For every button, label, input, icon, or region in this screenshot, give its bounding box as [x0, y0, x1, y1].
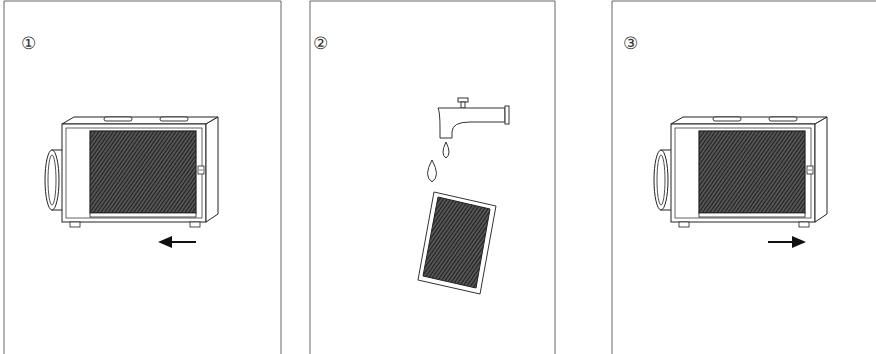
step-number: ③ [623, 35, 638, 52]
step-number: ② [313, 35, 328, 52]
faucet [438, 98, 509, 138]
filter [418, 192, 496, 294]
dehumidifier-unit [45, 117, 218, 227]
panel-frame [4, 1, 281, 354]
dehumidifier-unit [654, 117, 827, 227]
panel-frame [612, 1, 876, 354]
direction-arrow [768, 236, 806, 248]
panel-frame [310, 1, 555, 354]
water-drops [428, 142, 450, 182]
direction-arrow [158, 236, 196, 248]
step-number: ① [21, 35, 36, 52]
